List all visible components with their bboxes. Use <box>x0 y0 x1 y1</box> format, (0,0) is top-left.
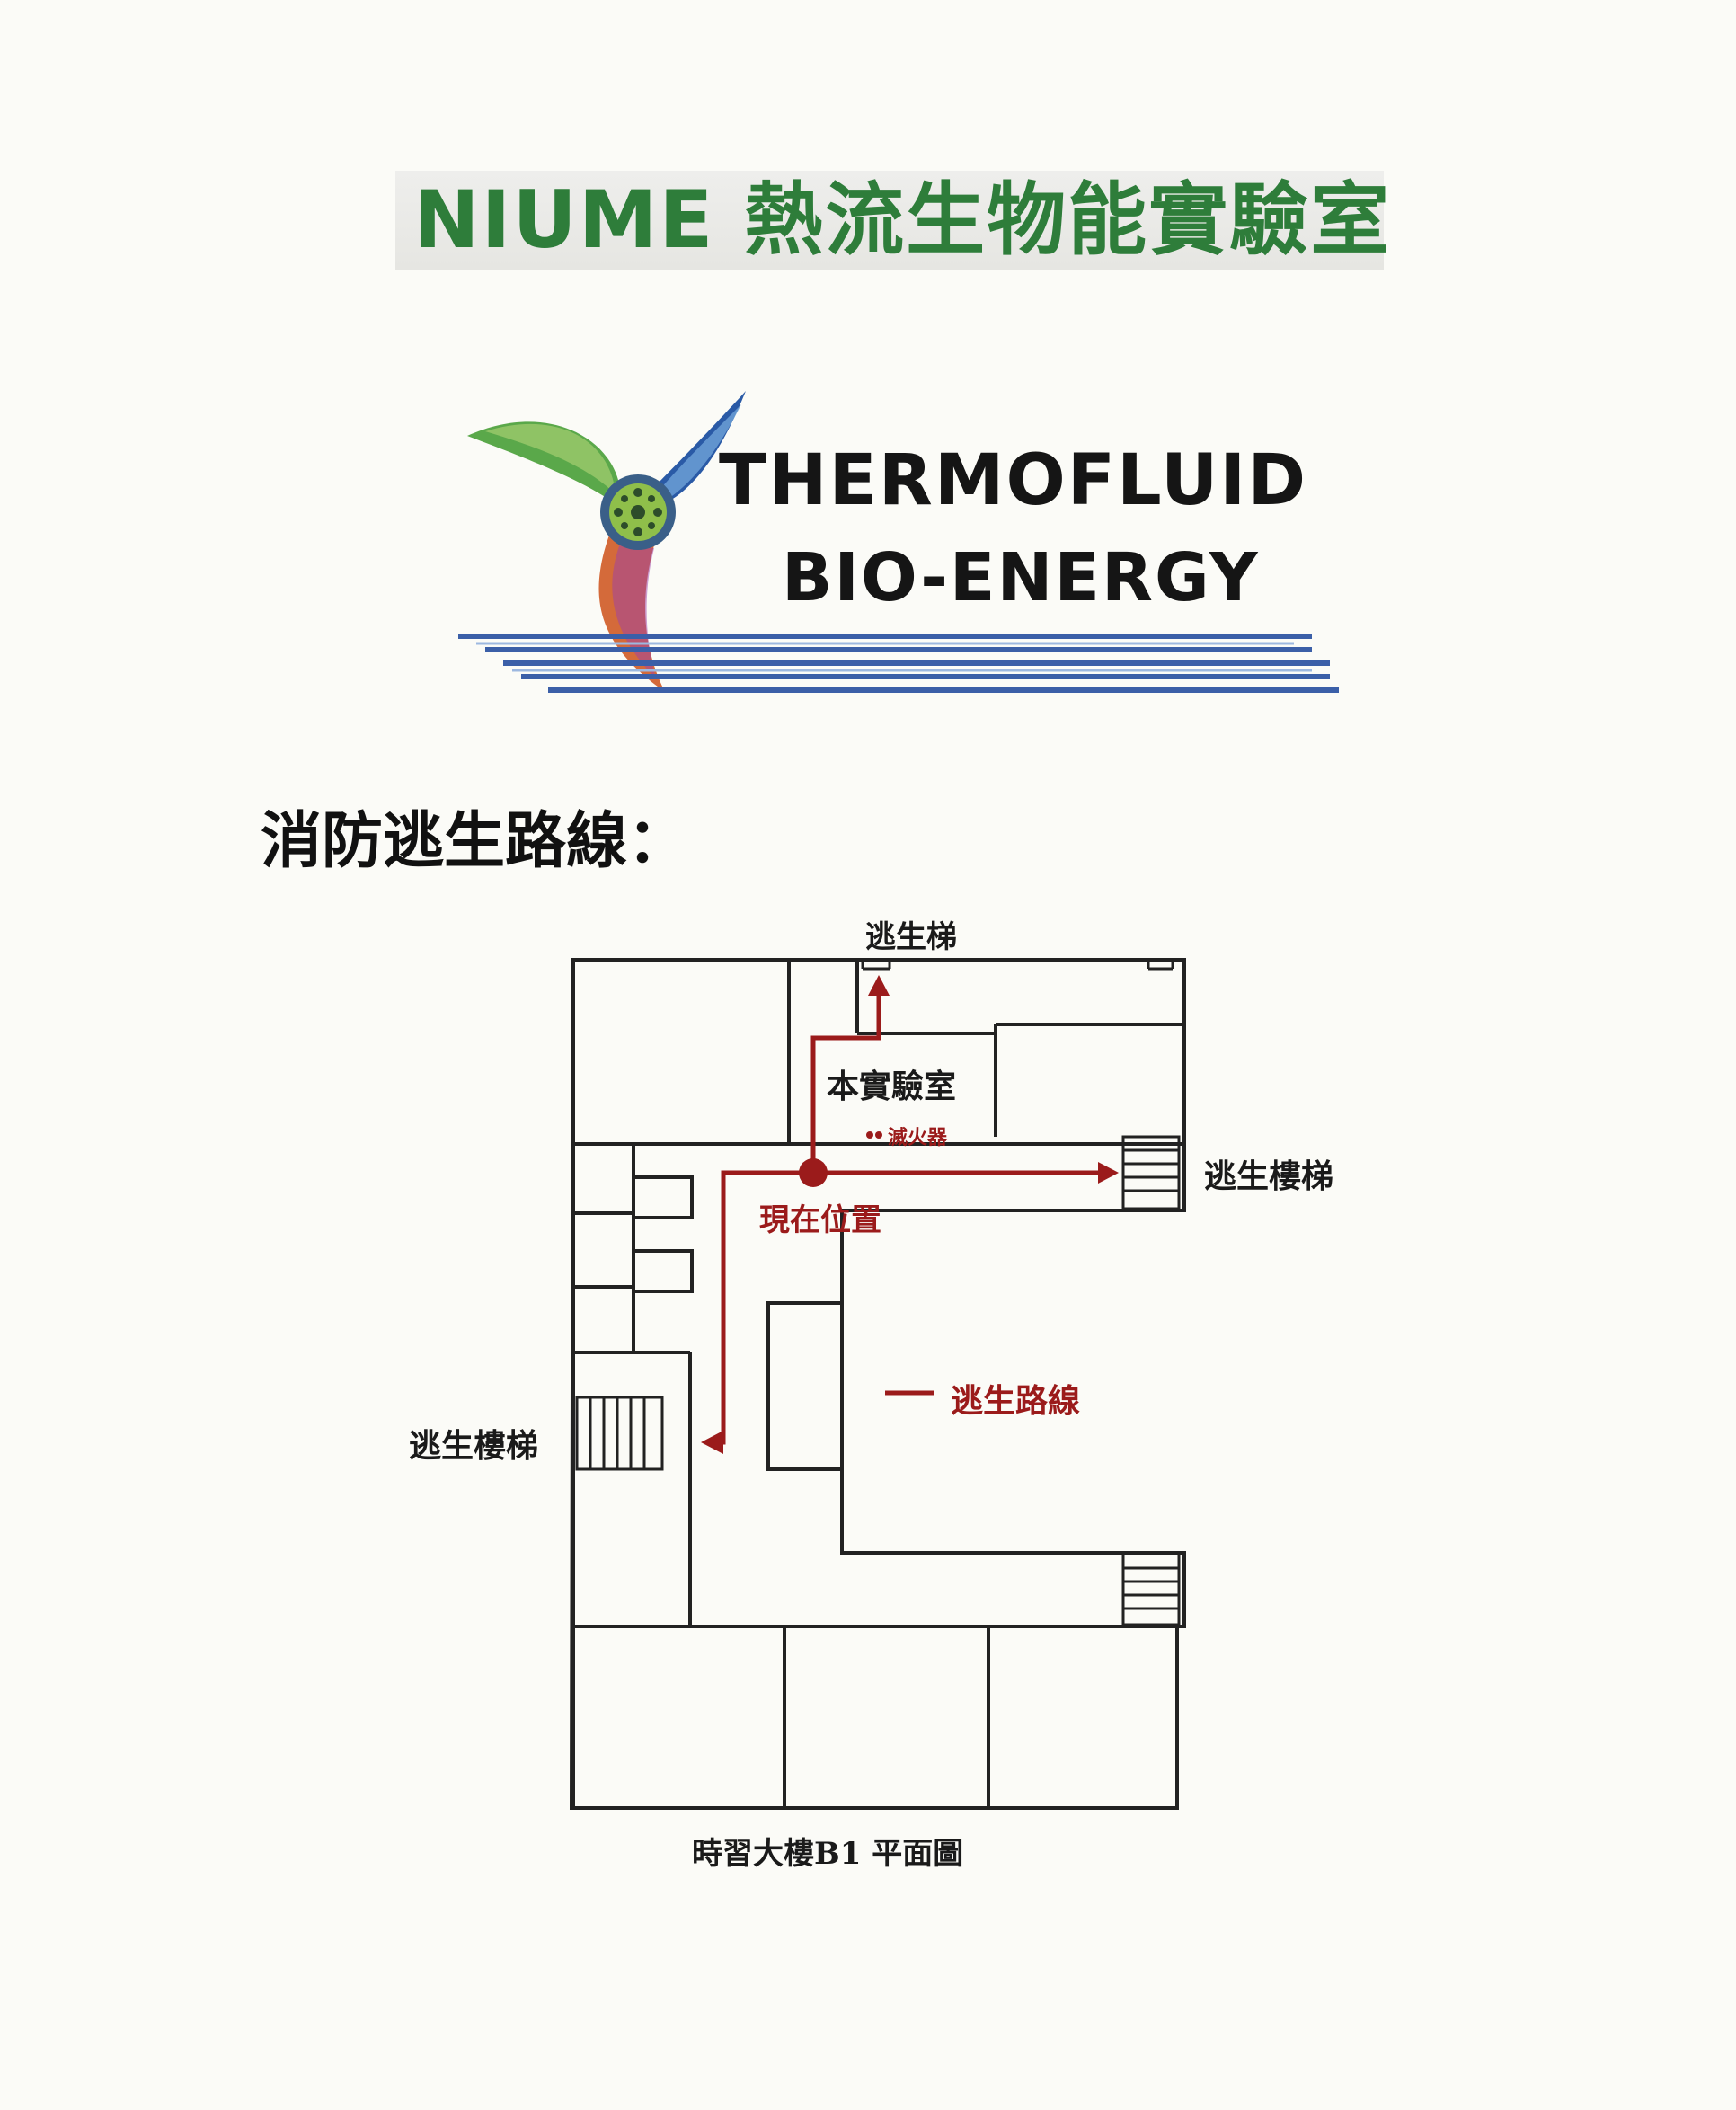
arrow-right-icon <box>1098 1162 1119 1184</box>
logo-line-1: THERMOFLUID <box>719 440 1308 521</box>
label-lab: 本實驗室 <box>827 1068 957 1105</box>
logo-emblem-icon <box>458 391 1339 693</box>
floor-plan-caption: 時習大樓B1 平面圖 <box>692 1836 964 1872</box>
arrow-left-icon <box>701 1431 723 1454</box>
stair-hatch <box>575 960 1181 1627</box>
route-arrowheads <box>701 975 1119 1454</box>
label-escape-stair-top: 逃生梯 <box>865 919 957 955</box>
current-location-marker <box>799 1158 828 1187</box>
extinguisher-marker <box>866 1131 873 1139</box>
label-current-location: 現在位置 <box>759 1202 881 1238</box>
section-heading: 消防逃生路線： <box>261 805 689 877</box>
legend-label: 逃生路線 <box>951 1382 1081 1420</box>
extinguisher-marker <box>875 1131 882 1139</box>
label-extinguisher: 滅火器 <box>888 1126 948 1149</box>
arrow-up-icon <box>868 975 890 996</box>
floor-plan-walls <box>569 958 1186 1810</box>
label-escape-stair-right: 逃生樓梯 <box>1204 1157 1334 1195</box>
thermofluid-logo: THERMOFLUID BIO-ENERGY <box>449 377 1357 719</box>
logo-line-2: BIO-ENERGY <box>782 539 1260 616</box>
label-escape-stair-left: 逃生樓梯 <box>409 1427 539 1465</box>
page-title: NIUME 熱流生物能實驗室 <box>395 171 1389 270</box>
